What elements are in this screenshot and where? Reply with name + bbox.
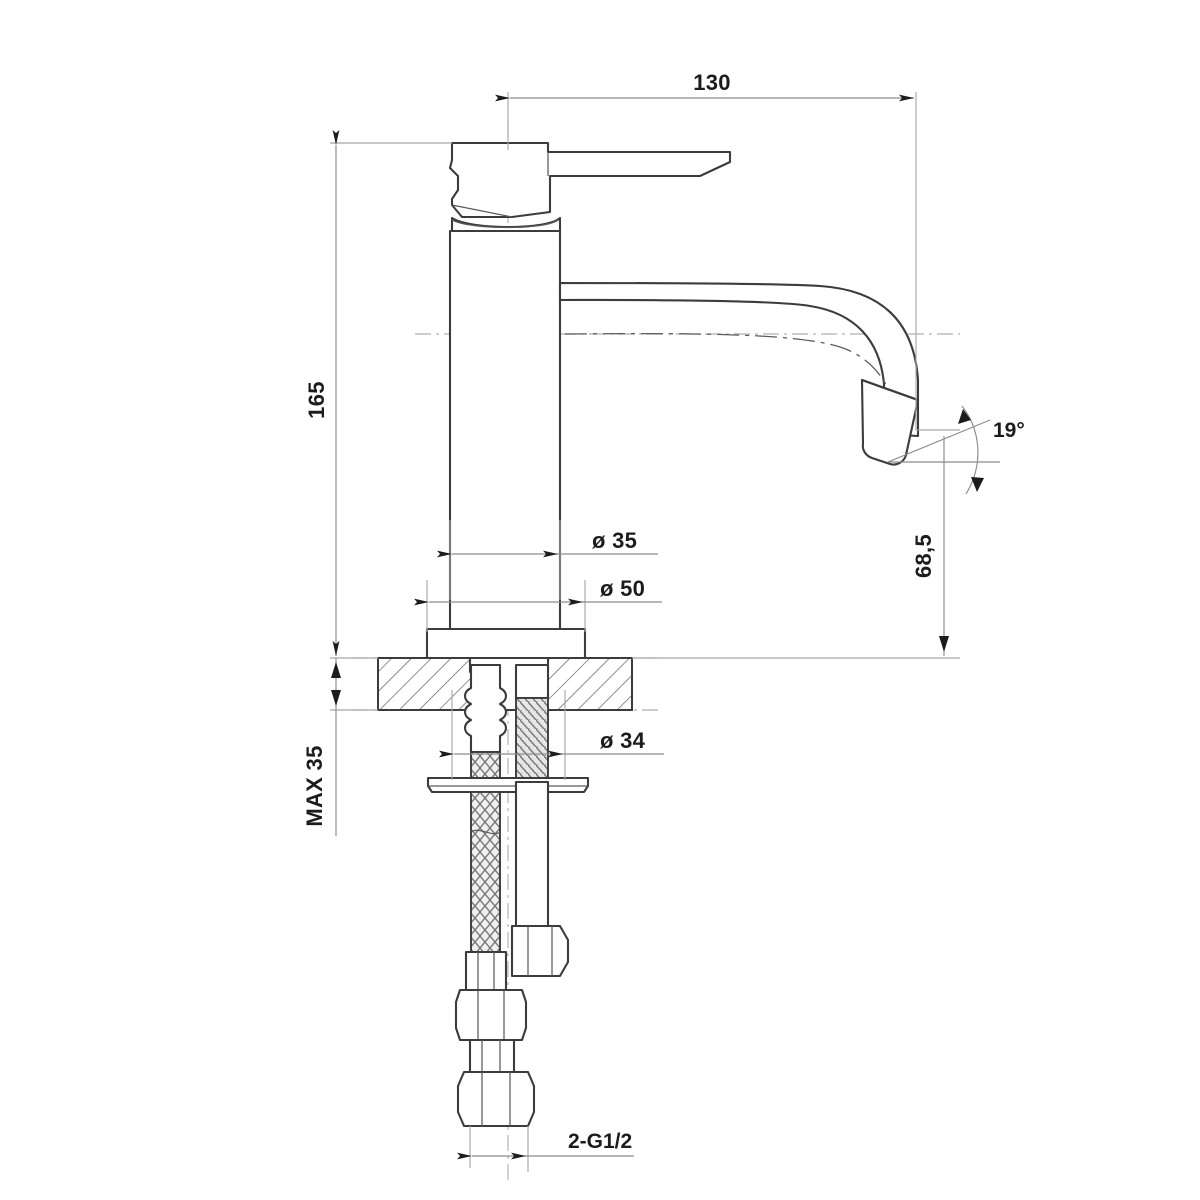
dim685-label: 68,5 — [911, 534, 936, 578]
dimmax35-arrow-bottom — [331, 690, 341, 706]
handle-lower-chamfer — [451, 204, 513, 218]
dim165-label: 165 — [304, 381, 329, 419]
stud-hex-nut — [510, 924, 570, 978]
dimd50-label: ø 50 — [600, 576, 645, 601]
dimension-d50: ø 50 — [414, 576, 662, 632]
mounting-washer — [426, 776, 590, 794]
faucet-assembly — [376, 141, 920, 1128]
dimension-d34: ø 34 — [439, 690, 664, 780]
ribbed-hose-section — [463, 663, 508, 754]
outlet-seam — [860, 378, 920, 402]
dimmax35-label: MAX 35 — [302, 745, 327, 826]
dimension-d35: ø 35 — [437, 520, 658, 600]
g12-connector-nut — [456, 1070, 536, 1128]
dimension-g12: 2-G1/2 — [457, 1126, 634, 1172]
spout-arm — [558, 281, 920, 438]
stud-upper-plain — [514, 663, 550, 700]
hose-collar — [464, 950, 508, 992]
dim685-arrow-bottom — [939, 636, 949, 652]
dimg12-label: 2-G1/2 — [568, 1130, 632, 1153]
dimangle-arc — [961, 405, 979, 495]
union-shank — [468, 1038, 516, 1074]
dimension-angle19: 19° — [887, 405, 1025, 495]
dimangle-arrow-lower — [971, 477, 984, 492]
spout-centerline-curve — [564, 333, 899, 425]
dimangle-arrow-upper — [958, 409, 971, 424]
stud-lower-shaft — [514, 780, 550, 928]
dimd34-label: ø 34 — [600, 728, 646, 753]
hose-break-line — [470, 829, 501, 835]
dimension-685: 68,5 — [632, 429, 960, 659]
spout-outlet — [860, 378, 920, 466]
dimension-130: 130 — [495, 70, 917, 430]
dimension-165: 165 — [304, 130, 452, 659]
dimd35-label: ø 35 — [592, 528, 637, 553]
dimangle-label: 19° — [993, 419, 1025, 442]
faucet-body — [448, 229, 562, 631]
base-escutcheon — [425, 627, 587, 660]
dimension-max35: MAX 35 — [302, 658, 378, 836]
collar-curve — [451, 219, 559, 229]
dimmax35-arrow-top — [331, 662, 341, 678]
hose-union-nut — [454, 988, 528, 1042]
threaded-stud — [515, 697, 549, 783]
dim130-label: 130 — [693, 70, 731, 95]
